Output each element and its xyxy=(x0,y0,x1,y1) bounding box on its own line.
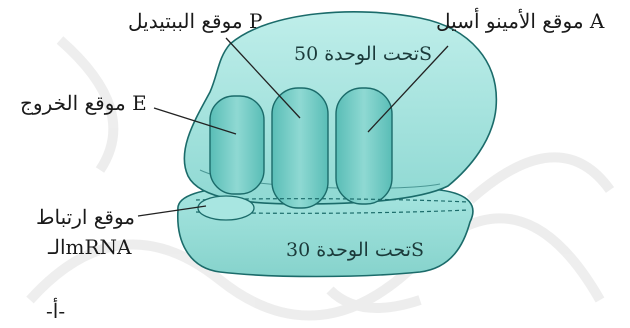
e-site-label: موقع الخروج E xyxy=(20,92,147,115)
p-site-tunnel xyxy=(272,88,328,208)
p-site-label: موقع الببتيديل P xyxy=(128,10,262,33)
figure-tag: -أ- xyxy=(46,300,65,323)
mrna-entry xyxy=(198,196,254,220)
a-site-label: موقع الأمينو أسيل A xyxy=(436,10,604,33)
small-subunit-label: تحت الوحدة 30S xyxy=(286,240,424,262)
mrna-site-label-line2: الـmRNA xyxy=(48,236,131,259)
a-site-tunnel xyxy=(336,88,392,204)
e-site-tunnel xyxy=(210,96,264,194)
large-subunit-label: تحت الوحدة 50S xyxy=(294,44,432,66)
mrna-site-label-line1: موقع ارتباط xyxy=(36,206,135,229)
